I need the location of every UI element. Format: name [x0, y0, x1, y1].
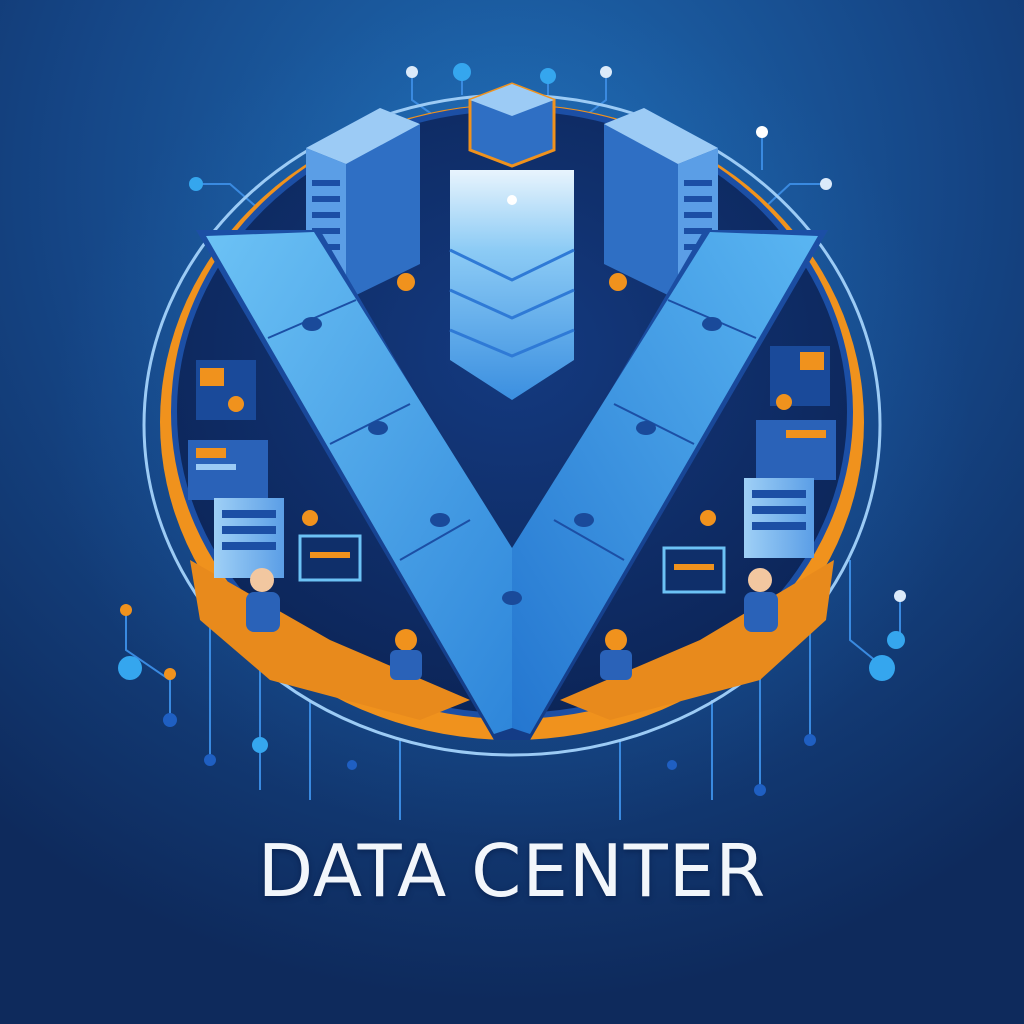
- operator-icon: [744, 568, 778, 632]
- brand-title: DATA CENTER: [257, 829, 767, 913]
- left-workstations: [188, 360, 422, 680]
- v-letter-icon: [196, 230, 828, 740]
- floor-platform-right: [560, 560, 834, 720]
- operator-icon: [600, 629, 632, 680]
- right-workstations: [600, 346, 836, 680]
- monitor-icon: [298, 534, 362, 582]
- operator-icon: [390, 629, 422, 680]
- operator-icon: [246, 568, 280, 632]
- circuit-node-icons: [118, 63, 906, 796]
- server-rack-icon: [468, 82, 556, 168]
- monitor-icon: [662, 546, 726, 594]
- server-rack-icon: [214, 498, 284, 578]
- center-server-stack: [449, 170, 575, 400]
- server-rack-icon: [744, 478, 814, 558]
